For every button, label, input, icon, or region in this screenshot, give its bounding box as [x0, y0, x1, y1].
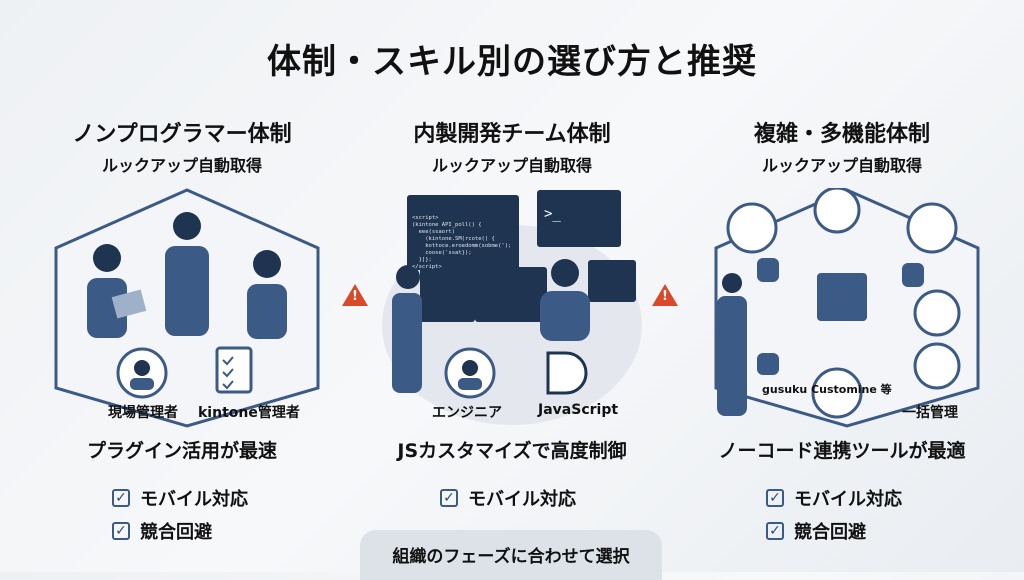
logic-gate-icon — [546, 351, 588, 395]
recommendation: JSカスタマイズで高度制御 — [397, 440, 627, 462]
page-title: 体制・スキル別の選び方と推奨 — [267, 42, 757, 82]
warning-icon: ! — [342, 284, 368, 306]
code-window: <script>(kintone API_poll() { eee(ssaort… — [412, 215, 512, 270]
label-javascript: JavaScript — [538, 402, 619, 418]
team-illustration — [54, 188, 320, 428]
check-item: ✓競合回避 — [112, 518, 212, 544]
check-item: ✓モバイル対応 — [440, 485, 576, 511]
column-heading: 複雑・多機能体制 — [753, 122, 930, 147]
check-item: ✓モバイル対応 — [112, 485, 248, 511]
checkbox-icon: ✓ — [112, 522, 130, 540]
column-subheading: ルックアップ自動取得 — [761, 156, 922, 175]
checkbox-icon: ✓ — [440, 489, 458, 507]
label-bulk-management: 一括管理 — [902, 405, 958, 421]
recommendation: プラグイン活用が最速 — [86, 440, 277, 462]
column-subheading: ルックアップ自動取得 — [101, 156, 262, 175]
checkbox-icon: ✓ — [766, 489, 784, 507]
recommendation: ノーコード連携ツールが最適 — [718, 440, 966, 462]
label-field-manager: 現場管理者 — [108, 405, 178, 421]
column-non-programmer: ノンプログラマー体制 ルックアップ自動取得 — [12, 116, 352, 176]
checklist-icon — [215, 346, 253, 394]
column-complex: 複雑・多機能体制 ルックアップ自動取得 — [672, 116, 1012, 176]
label-gusuku-customine: gusuku Customine 等 — [762, 383, 892, 396]
column-heading: ノンプログラマー体制 — [72, 122, 292, 147]
server-icon — [817, 273, 867, 321]
footer-banner: 組織のフェーズに合わせて選択 — [360, 530, 662, 580]
integration-illustration — [714, 188, 980, 428]
terminal-prompt: >_ — [544, 206, 561, 222]
column-in-house-dev: 内製開発チーム体制 ルックアップ自動取得 — [342, 116, 682, 176]
check-item: ✓競合回避 — [766, 518, 866, 544]
check-item: ✓モバイル対応 — [766, 485, 902, 511]
column-heading: 内製開発チーム体制 — [413, 122, 611, 147]
label-engineer: エンジニア — [432, 405, 502, 421]
column-subheading: ルックアップ自動取得 — [431, 156, 592, 175]
checkbox-icon: ✓ — [766, 522, 784, 540]
label-kintone-admin: kintone管理者 — [198, 405, 300, 421]
dev-illustration — [382, 190, 642, 425]
checkbox-icon: ✓ — [112, 489, 130, 507]
warning-icon: ! — [652, 284, 678, 306]
